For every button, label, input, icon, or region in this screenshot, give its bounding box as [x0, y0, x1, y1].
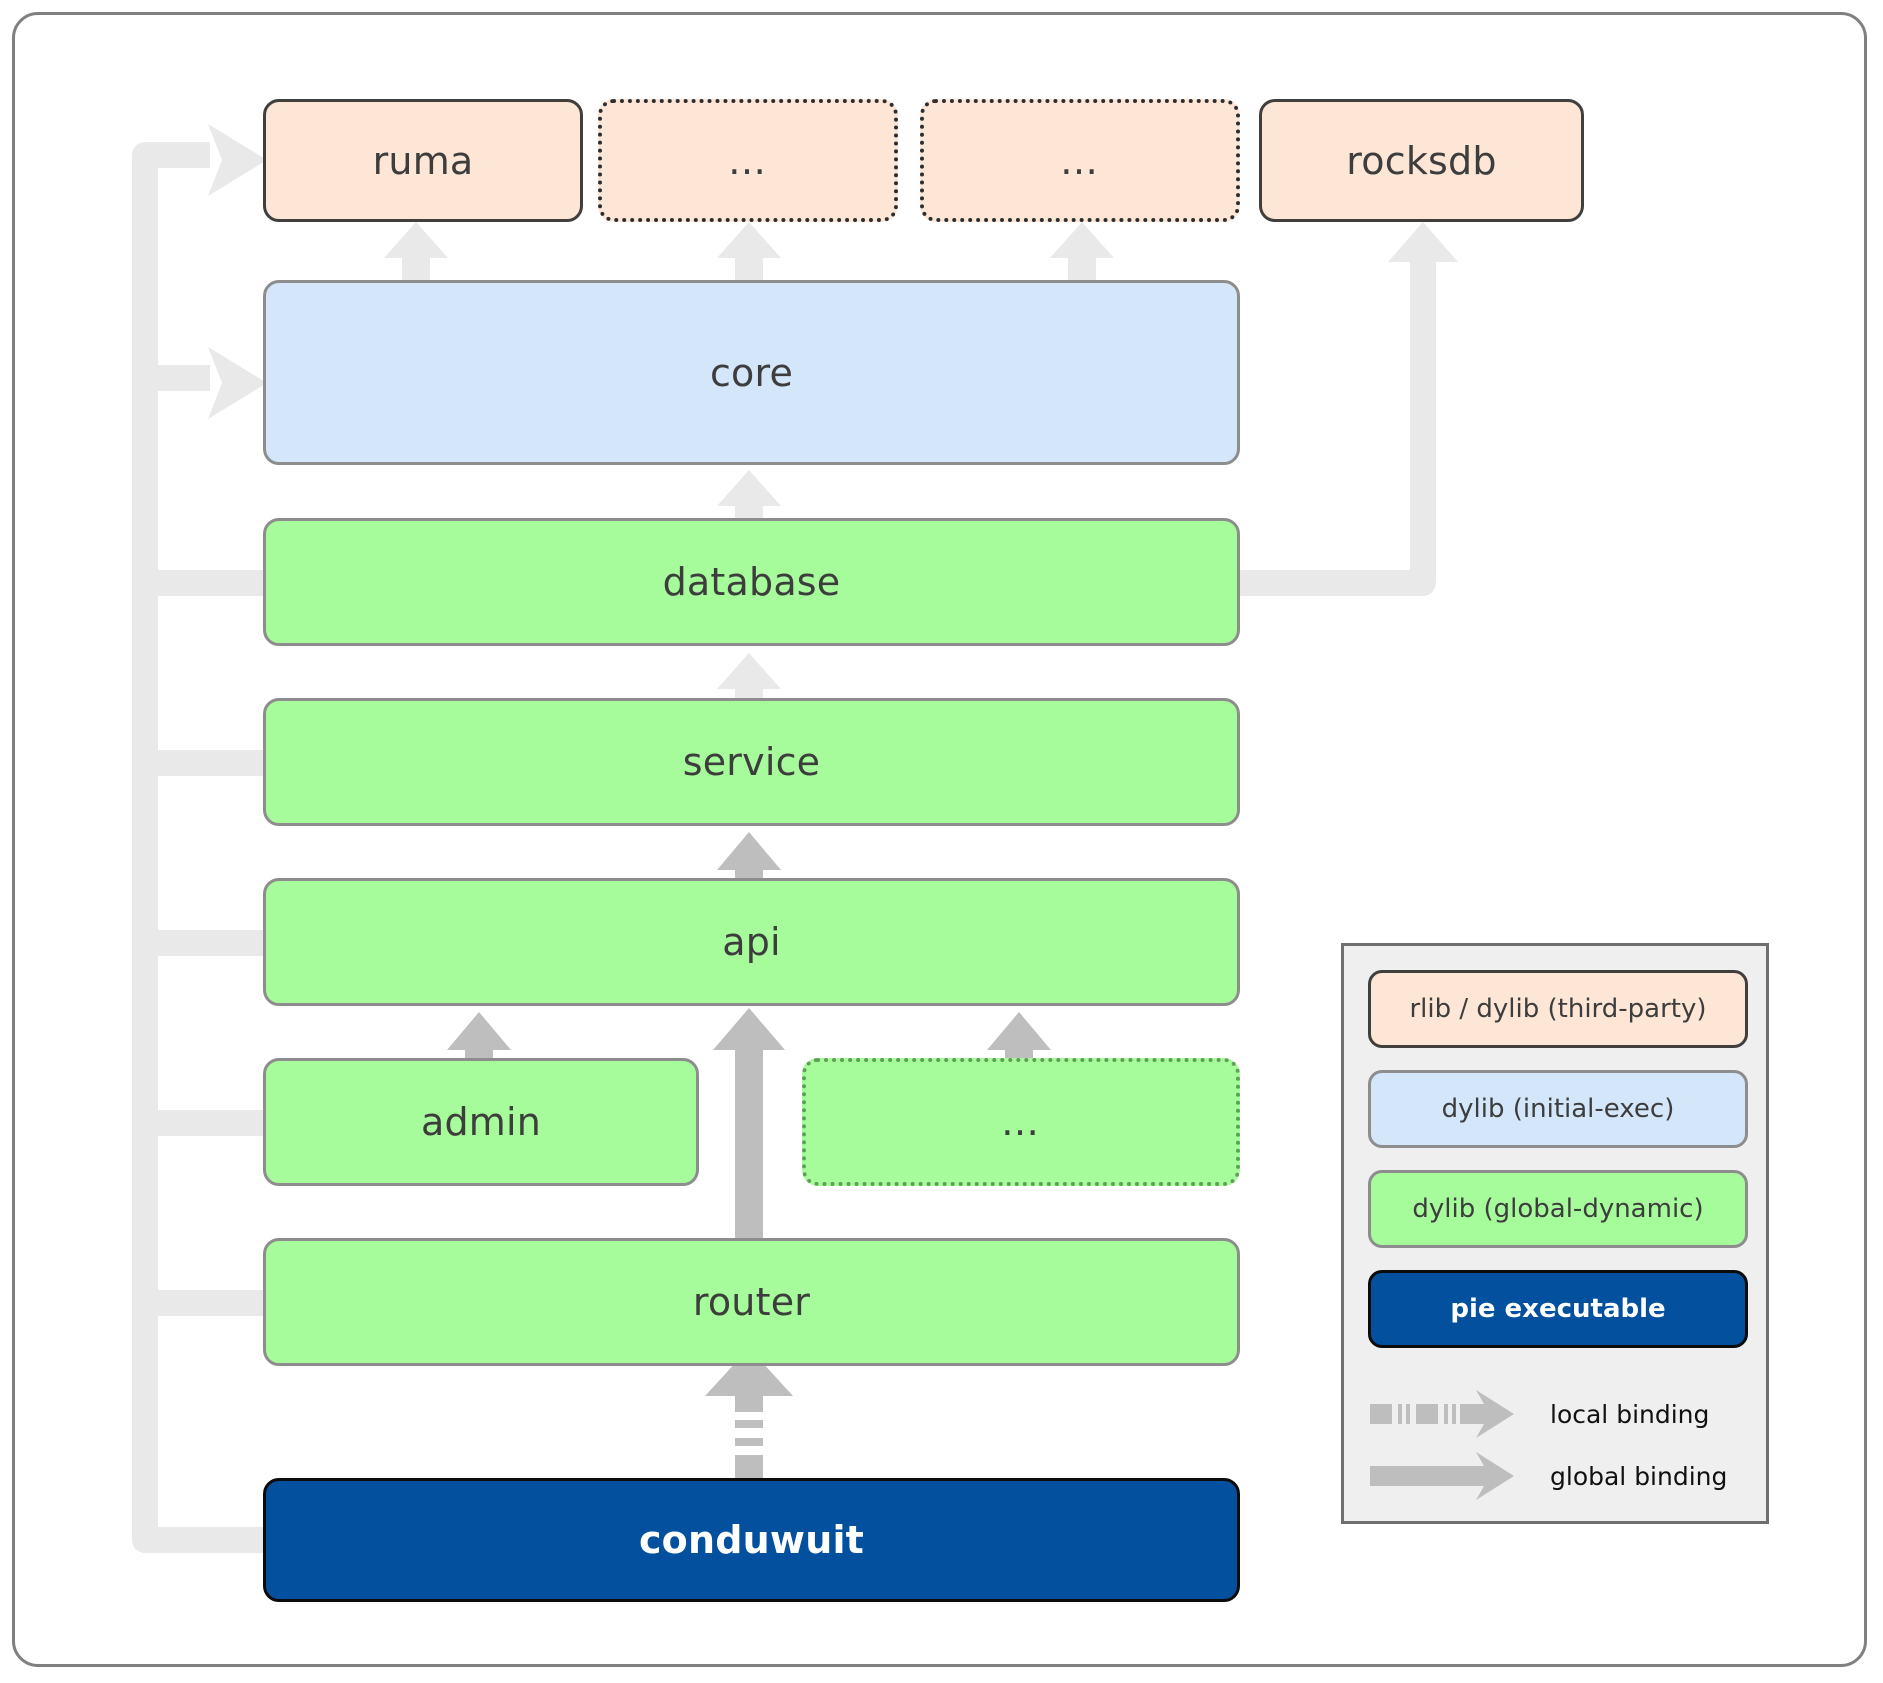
node-api[interactable]: api — [263, 878, 1240, 1006]
node-conduwuit-label: conduwuit — [638, 1518, 865, 1562]
node-rocksdb[interactable]: rocksdb — [1259, 99, 1584, 222]
node-database[interactable]: database — [263, 518, 1240, 646]
node-service[interactable]: service — [263, 698, 1240, 826]
node-api-label: api — [722, 920, 781, 964]
node-admin[interactable]: admin — [263, 1058, 699, 1186]
legend-swatch-dylib-initial-exec: dylib (initial-exec) — [1368, 1070, 1748, 1148]
node-ruma-label: ruma — [372, 138, 474, 183]
legend-label-pie-executable: pie executable — [1450, 1294, 1666, 1324]
legend-label-dylib-initial-exec: dylib (initial-exec) — [1441, 1094, 1675, 1124]
legend-solid-arrow-icon — [1370, 1452, 1514, 1500]
legend-dashed-arrow-icon — [1370, 1390, 1514, 1438]
node-rocksdb-label: rocksdb — [1346, 138, 1497, 183]
node-ellipsis-top-1[interactable]: … — [598, 99, 898, 222]
node-ellipsis-top-2-label: … — [1060, 138, 1100, 183]
node-ruma[interactable]: ruma — [263, 99, 583, 222]
legend-swatch-rlib-dylib-third-party: rlib / dylib (third-party) — [1368, 970, 1748, 1048]
node-ellipsis-top-1-label: … — [728, 138, 768, 183]
node-core-label: core — [709, 350, 794, 395]
legend-label-dylib-global-dynamic: dylib (global-dynamic) — [1412, 1194, 1704, 1224]
node-service-label: service — [682, 740, 821, 784]
legend-swatch-dylib-global-dynamic: dylib (global-dynamic) — [1368, 1170, 1748, 1248]
legend-label-local-binding: local binding — [1550, 1399, 1710, 1429]
node-database-label: database — [662, 560, 841, 604]
legend-row-global-binding: global binding — [1368, 1446, 1752, 1506]
node-admin-label: admin — [420, 1100, 542, 1144]
node-conduwuit[interactable]: conduwuit — [263, 1478, 1240, 1602]
node-ellipsis-admin-row-label: … — [1001, 1100, 1041, 1144]
legend-label-rlib-dylib-third-party: rlib / dylib (third-party) — [1409, 994, 1707, 1024]
node-ellipsis-admin-row[interactable]: … — [802, 1058, 1240, 1186]
node-router-label: router — [692, 1280, 811, 1324]
legend-label-global-binding: global binding — [1550, 1461, 1728, 1491]
legend-row-local-binding: local binding — [1368, 1384, 1752, 1444]
legend-panel: rlib / dylib (third-party) dylib (initia… — [1341, 943, 1769, 1524]
node-ellipsis-top-2[interactable]: … — [920, 99, 1240, 222]
node-core[interactable]: core — [263, 280, 1240, 465]
legend-swatch-pie-executable: pie executable — [1368, 1270, 1748, 1348]
node-router[interactable]: router — [263, 1238, 1240, 1366]
